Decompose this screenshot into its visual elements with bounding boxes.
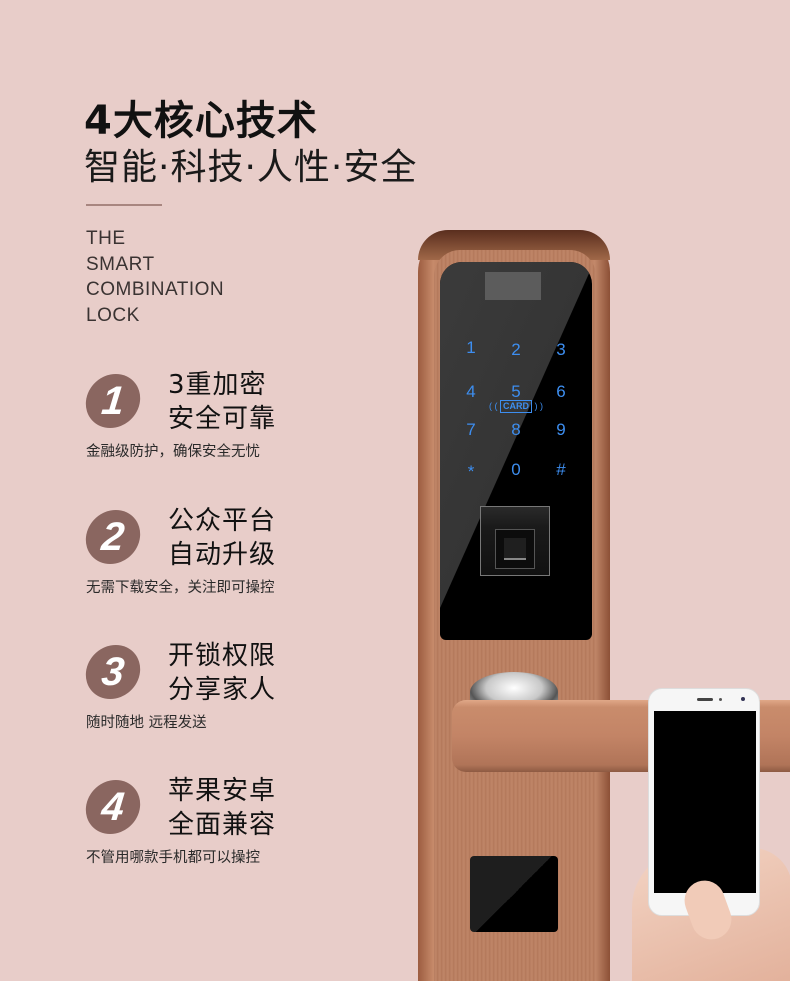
english-tagline: THE SMART COMBINATION LOCK xyxy=(86,226,224,328)
tagline-line: LOCK xyxy=(86,304,140,326)
card-icon: CARD xyxy=(500,400,532,413)
key-0: 0 xyxy=(511,460,521,479)
feature-description: 无需下载安全，关注即可操控 xyxy=(86,580,275,596)
feature-description: 金融级防护，确保安全无忧 xyxy=(86,444,260,460)
key-2: 2 xyxy=(511,340,521,359)
page-title: 4大核心技术 xyxy=(84,98,318,144)
feature-title-line1: 苹果安卓 xyxy=(168,776,277,806)
sensor-window xyxy=(485,272,541,300)
number-badge: 1 xyxy=(83,374,143,428)
key-3: 3 xyxy=(556,340,566,359)
tagline-line: SMART xyxy=(86,253,155,275)
keypad-panel: 1 2 3 4 5 6 ( ( CARD ) ) 7 8 9 * 0 # xyxy=(440,262,592,640)
number-badge: 2 xyxy=(83,510,143,564)
feature-description: 随时随地 远程发送 xyxy=(86,715,207,731)
feature-title-line1: 3重加密 xyxy=(168,370,267,400)
key-4: 4 xyxy=(466,382,476,401)
key-7: 7 xyxy=(466,420,476,439)
tagline-line: THE xyxy=(86,228,126,249)
number-badge: 4 xyxy=(83,780,143,834)
feature-title-line1: 公众平台 xyxy=(168,506,277,536)
card-reader-label: ( ( CARD ) ) xyxy=(489,400,543,413)
key-1: 1 xyxy=(466,338,476,357)
page-subtitle: 智能·科技·人性·安全 xyxy=(84,147,418,188)
feature-title-line2: 自动升级 xyxy=(168,540,277,570)
key-5: 5 xyxy=(511,382,521,401)
card-reader-pad xyxy=(470,856,558,932)
feature-2: 2 公众平台 自动升级 无需下载安全，关注即可操控 xyxy=(83,500,384,610)
fingerprint-pad xyxy=(495,529,535,569)
key-hash: # xyxy=(556,460,566,479)
panel-reflection xyxy=(440,262,592,640)
feature-title-line2: 分享家人 xyxy=(168,675,277,705)
feature-description: 不管用哪款手机都可以操控 xyxy=(86,850,260,866)
fingerprint-icon xyxy=(504,538,526,560)
divider xyxy=(86,204,162,206)
phone-speaker-icon xyxy=(697,698,713,701)
feature-title-line2: 全面兼容 xyxy=(168,810,277,840)
feature-title-line2: 安全可靠 xyxy=(168,404,277,434)
tagline-line: COMBINATION xyxy=(86,279,225,300)
feature-4: 4 苹果安卓 全面兼容 不管用哪款手机都可以操控 xyxy=(83,770,384,880)
phone-camera-icon xyxy=(741,697,745,701)
phone-sensor-icon xyxy=(719,698,722,701)
key-8: 8 xyxy=(511,420,521,439)
number-badge: 3 xyxy=(83,645,143,699)
feature-title-line1: 开锁权限 xyxy=(168,641,277,671)
key-star: * xyxy=(467,462,475,481)
key-9: 9 xyxy=(556,420,566,439)
phone-screen xyxy=(654,711,756,893)
feature-3: 3 开锁权限 分享家人 随时随地 远程发送 xyxy=(83,635,384,745)
feature-1: 1 3重加密 安全可靠 金融级防护，确保安全无忧 xyxy=(83,364,384,474)
smartphone xyxy=(648,688,760,916)
key-6: 6 xyxy=(556,382,566,401)
fingerprint-sensor xyxy=(480,506,550,576)
